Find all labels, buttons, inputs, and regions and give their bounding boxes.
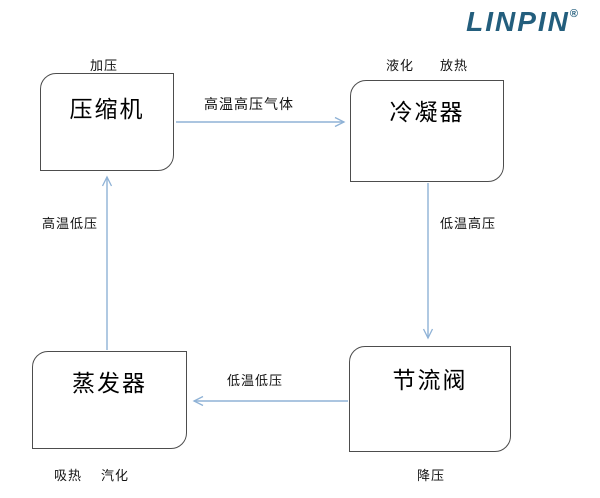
annotation-throttle-depressurize: 降压 — [417, 468, 446, 483]
edge-label-low-temp-low-pressure: 低温低压 — [227, 373, 284, 388]
node-evaporator: 蒸发器 — [32, 351, 187, 449]
annotation-evaporator-absorb-heat: 吸热 — [54, 468, 83, 483]
annotation-evaporator-vaporize: 汽化 — [101, 468, 130, 483]
node-compressor: 压缩机 — [40, 73, 174, 171]
annotation-compressor-pressurize: 加压 — [90, 58, 119, 73]
annotation-condenser-release-heat: 放热 — [440, 58, 469, 73]
edge-label-low-temp-high-pressure: 低温高压 — [440, 216, 497, 231]
node-condenser: 冷凝器 — [350, 80, 504, 182]
brand-logo-text: LINPIN — [466, 6, 570, 37]
edge-label-high-temp-low-pressure: 高温低压 — [42, 216, 99, 231]
registered-trademark-symbol: ® — [569, 8, 578, 20]
node-throttle-valve: 节流阀 — [349, 346, 511, 452]
brand-logo: LINPIN® — [466, 6, 578, 38]
annotation-condenser-liquefy: 液化 — [386, 58, 415, 73]
edge-label-high-temp-high-pressure-gas: 高温高压气体 — [204, 98, 294, 113]
